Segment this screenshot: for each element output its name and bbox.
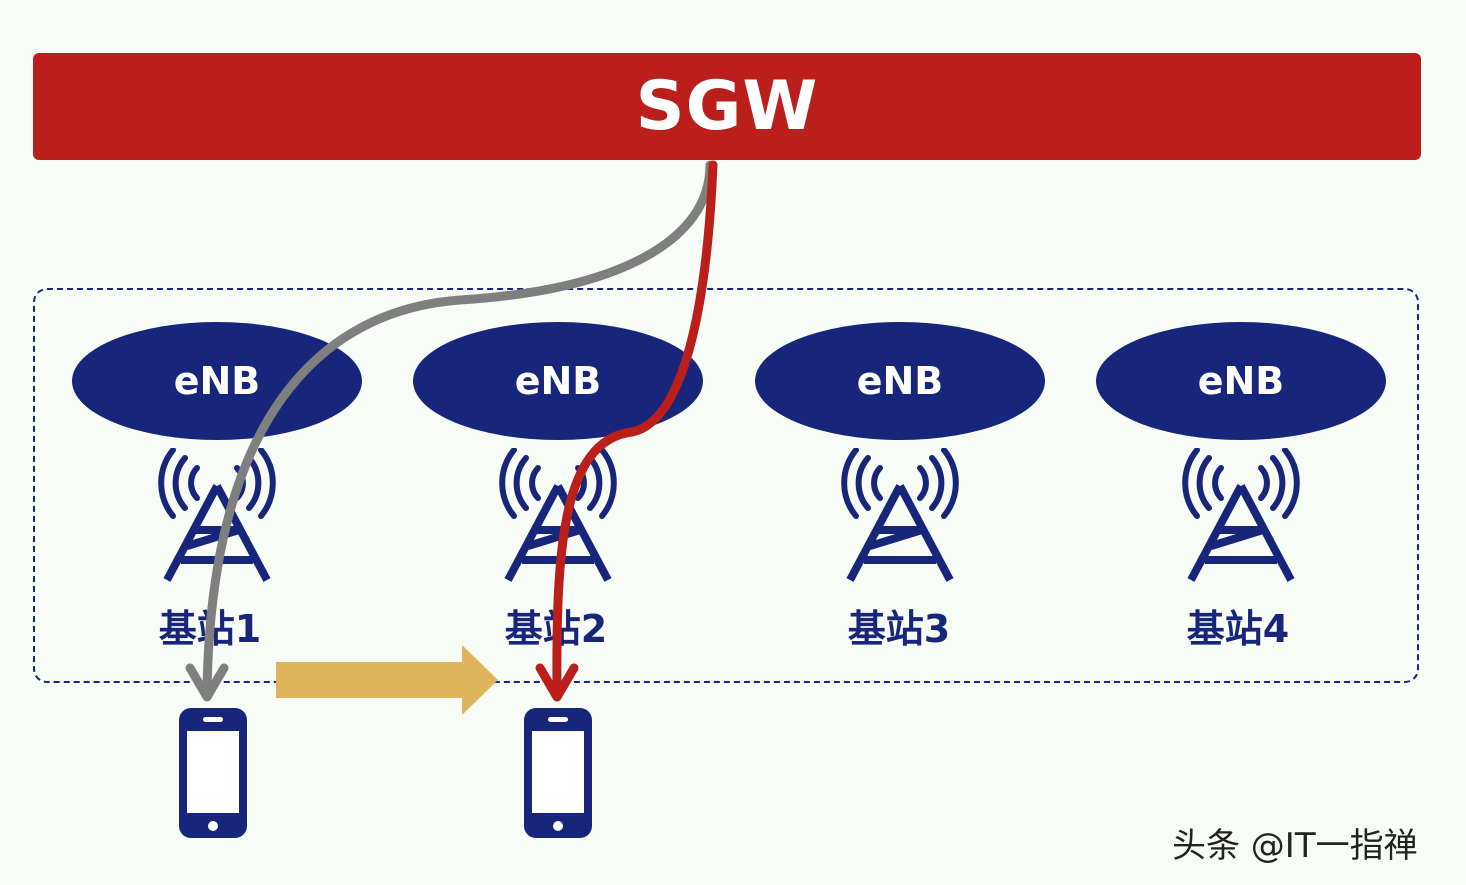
sgw-gateway: SGW [33,53,1421,160]
base-station-group [33,288,1419,683]
enb-label-2: eNB [514,359,602,403]
enb-node-2: eNB [413,322,703,440]
watermark: 头条 @IT一指禅 [1172,826,1418,866]
antenna-tower-icon [841,448,959,582]
enb-label-3: eNB [856,359,944,403]
enb-node-1: eNB [72,322,362,440]
enb-node-4: eNB [1096,322,1386,440]
antenna-tower-icon [1182,448,1300,582]
antenna-tower-icon [499,448,617,582]
enb-node-3: eNB [755,322,1045,440]
smartphone-icon [179,708,247,838]
smartphone-icon [524,708,592,838]
station-label-4: 基站4 [1186,607,1290,651]
sgw-label: SGW [635,67,819,146]
station-label-1: 基站1 [158,607,262,651]
station-label-3: 基站3 [847,607,951,651]
enb-label-1: eNB [173,359,261,403]
station-label-2: 基站2 [504,607,608,651]
enb-label-4: eNB [1197,359,1285,403]
antenna-tower-icon [158,448,276,582]
